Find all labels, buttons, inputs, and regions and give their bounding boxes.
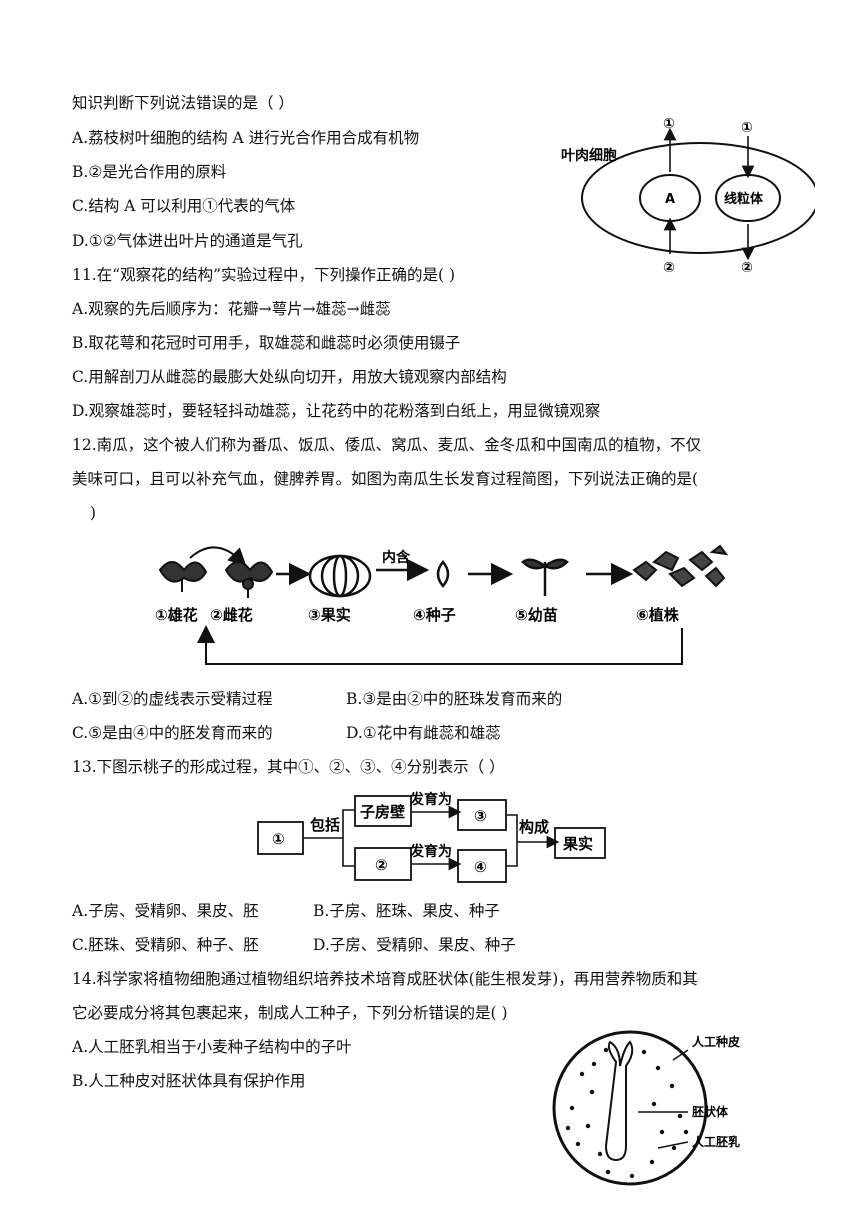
q13-stem: 13.下图示桃子的形成过程，其中①、②、③、④分别表示（ ） [72, 758, 505, 776]
q12-option-d: D.①花中有雌蕊和雄蕊 [346, 724, 501, 742]
ovary-wall-label: 子房壁 [360, 803, 405, 821]
endosperm-dots [565, 1047, 689, 1179]
q13-option-b: B.子房、胚珠、果皮、种子 [313, 902, 500, 920]
box-4-label: ④ [474, 858, 487, 876]
q10-option-c: C.结构 A 可以利用①代表的气体 [72, 197, 296, 215]
q12-pumpkin-diagram: 内含 ①雄花 ②雌花 ③果实 ④种子 ⑤幼苗 ⑥植株 [155, 544, 729, 665]
q12-stem-line3: ) [90, 504, 97, 522]
develop-label-1: 发育为 [409, 791, 452, 808]
mark-1-right: ① [741, 120, 753, 136]
include-label: 包括 [310, 816, 340, 834]
q13-option-a: A.子房、受精卵、果皮、胚 [72, 902, 259, 920]
label-seed: ④种子 [413, 606, 456, 624]
q14-option-a: A.人工胚乳相当于小麦种子结构中的子叶 [72, 1038, 352, 1056]
contains-label: 内含 [382, 549, 411, 566]
artificial-seed-coat-outline [552, 1030, 708, 1186]
q10-option-d: D.①②气体进出叶片的通道是气孔 [72, 232, 303, 250]
seed-icon [436, 560, 450, 588]
label-male-flower: ①雄花 [155, 606, 198, 624]
box-1-label: ① [272, 830, 285, 848]
q11-option-c: C.用解剖刀从雌蕊的最膨大处纵向切开，用放大镜观察内部结构 [72, 368, 507, 386]
box-3-label: ③ [474, 807, 487, 825]
q12-option-b: B.③是由②中的胚珠发育而来的 [346, 690, 563, 708]
q13-peach-diagram: ① 包括 子房壁 ② 发育为 发育为 ③ ④ 构成 果实 [257, 791, 606, 883]
pumpkin-icon [308, 554, 372, 598]
q10-stem: 知识判断下列说法错误的是（ ） [72, 94, 294, 112]
plant-icon [632, 544, 729, 588]
q12-option-a: A.①到②的虚线表示受精过程 [72, 690, 273, 708]
q12-stem-line1: 12.南瓜，这个被人们称为番瓜、饭瓜、倭瓜、窝瓜、麦瓜、金冬瓜和中国南瓜的植物，… [72, 436, 702, 454]
q10-option-b: B.②是光合作用的原料 [72, 163, 227, 181]
fruit-label: 果实 [562, 835, 593, 853]
q10-option-a: A.荔枝树叶细胞的结构 A 进行光合作用合成有机物 [72, 129, 420, 147]
q12-stem-line2: 美味可口，且可以补充气血，健脾养胃。如图为南瓜生长发育过程简图，下列说法正确的是… [72, 470, 699, 488]
return-loop-arrow [197, 625, 683, 665]
male-to-female-curve [189, 546, 247, 567]
mito-label: 线粒体 [724, 191, 764, 207]
compose-label: 构成 [519, 818, 549, 836]
structure-a-label: A [665, 192, 675, 207]
female-flower-icon [224, 561, 274, 598]
label-plant: ⑥植株 [636, 606, 680, 624]
seedling-icon [521, 558, 569, 596]
q14-option-b: B.人工种皮对胚状体具有保护作用 [72, 1072, 306, 1090]
label-female-flower: ②雌花 [210, 606, 253, 624]
q11-option-b: B.取花萼和花冠时可用手，取雄蕊和雌蕊时必须使用镊子 [72, 334, 461, 352]
q14-stem-line2: 它必要成分将其包裹起来，制成人工种子，下列分析错误的是( ) [72, 1004, 508, 1022]
q12-option-c: C.⑤是由④中的胚发育而来的 [72, 724, 273, 742]
leaf-cell-outline [581, 142, 815, 254]
box-fruit [554, 827, 606, 859]
q13-option-c: C.胚珠、受精卵、种子、胚 [72, 936, 259, 954]
mark-1-left: ① [663, 116, 675, 132]
q11-option-a: A.观察的先后顺序为：花瓣→萼片→雄蕊→雌蕊 [72, 300, 391, 318]
label-fruit: ③果实 [308, 606, 351, 624]
male-flower-icon [158, 561, 208, 592]
q10-cell-diagram: 叶肉细胞 A 线粒体 ① ① ② ② [561, 116, 815, 276]
label-artificial-coat: 人工种皮 [692, 1034, 740, 1049]
box-2-label: ② [375, 856, 388, 874]
pointer-coat [672, 1049, 689, 1061]
mark-2-left: ② [663, 260, 675, 276]
mark-2-right: ② [741, 260, 753, 276]
box-ovary-wall [354, 795, 412, 827]
q13-option-d: D.子房、受精卵、果皮、种子 [313, 936, 516, 954]
label-embryoid: 胚状体 [692, 1104, 729, 1119]
q11-option-d: D.观察雄蕊时，要轻轻抖动雄蕊，让花药中的花粉落到白纸上，用显微镜观察 [72, 402, 601, 420]
label-artificial-endosperm: 人工胚乳 [692, 1134, 740, 1149]
cell-label: 叶肉细胞 [561, 147, 617, 164]
embryoid-shape [604, 1040, 634, 1162]
q11-stem: 11.在“观察花的结构”实验过程中，下列操作正确的是( ) [72, 266, 456, 284]
q14-artificial-seed-diagram: 人工种皮 胚状体 人工胚乳 [552, 1030, 740, 1186]
label-seedling: ⑤幼苗 [515, 606, 558, 624]
q14-stem-line1: 14.科学家将植物细胞通过植物组织培养技术培育成胚状体(能生根发芽)，再用营养物… [72, 970, 698, 988]
pointer-endosperm [657, 1141, 689, 1149]
develop-label-2: 发育为 [409, 843, 452, 860]
